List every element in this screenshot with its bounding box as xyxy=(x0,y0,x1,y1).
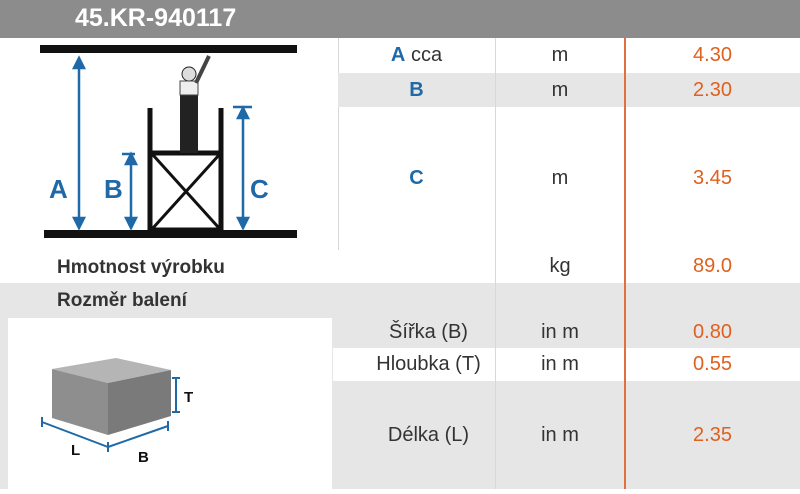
divider xyxy=(338,38,339,250)
weight-label: Hmotnost výrobku xyxy=(57,257,225,278)
product-code: 45.KR-940117 xyxy=(75,4,237,32)
package-row-label: Hloubka (T) xyxy=(376,353,481,375)
package-row-unit: in m xyxy=(541,423,579,446)
dimension-label: B xyxy=(409,78,424,101)
package-row-label: Šířka (B) xyxy=(389,320,468,343)
package-image: T L B xyxy=(8,318,332,489)
weight-row: Hmotnost výrobku kg 89.0 xyxy=(0,250,800,283)
dimension-unit: m xyxy=(551,167,569,189)
dimension-value: 3.45 xyxy=(693,167,732,189)
weight-value: 89.0 xyxy=(693,255,732,277)
package-row: Délka (L) in m 2.35 xyxy=(338,381,800,489)
package-row-unit: in m xyxy=(541,353,579,375)
worker-figure xyxy=(179,55,211,153)
package-row: Šířka (B) in m 0.80 xyxy=(338,316,800,348)
dimension-suffix: cca xyxy=(410,44,443,66)
box-label-b: B xyxy=(138,449,149,466)
dimension-value: 2.30 xyxy=(693,78,732,101)
dimension-row-b: B m 2.30 xyxy=(338,73,800,107)
dimension-unit: m xyxy=(551,44,569,66)
divider xyxy=(495,38,496,489)
diagram-label-b: B xyxy=(104,174,123,204)
diagram-label-c: C xyxy=(250,174,269,204)
box-label-t: T xyxy=(184,389,193,406)
package-row-value: 0.80 xyxy=(693,320,732,343)
header-bar xyxy=(0,0,800,38)
dimension-unit: m xyxy=(551,78,569,101)
weight-unit: kg xyxy=(549,255,571,277)
scaffold-diagram: A B C xyxy=(40,45,297,238)
package-box-diagram: T L B xyxy=(41,358,193,466)
package-row-label: Délka (L) xyxy=(387,423,470,446)
diagram-label-a: A xyxy=(49,174,68,204)
package-row-unit: in m xyxy=(541,320,579,343)
dimension-row-c: C m 3.45 xyxy=(338,107,800,250)
package-row-value: 2.35 xyxy=(693,423,732,446)
package-label: Rozměr balení xyxy=(57,290,187,311)
package-row-value: 0.55 xyxy=(693,353,732,375)
box-label-l: L xyxy=(71,442,80,459)
dimension-row-a: A cca m 4.30 xyxy=(338,38,800,73)
package-row: Hloubka (T) in m 0.55 xyxy=(333,348,800,381)
dimension-label: A xyxy=(390,44,406,66)
accent-divider xyxy=(624,38,626,489)
dimension-value: 4.30 xyxy=(693,44,732,66)
dimension-label: C xyxy=(409,167,424,189)
